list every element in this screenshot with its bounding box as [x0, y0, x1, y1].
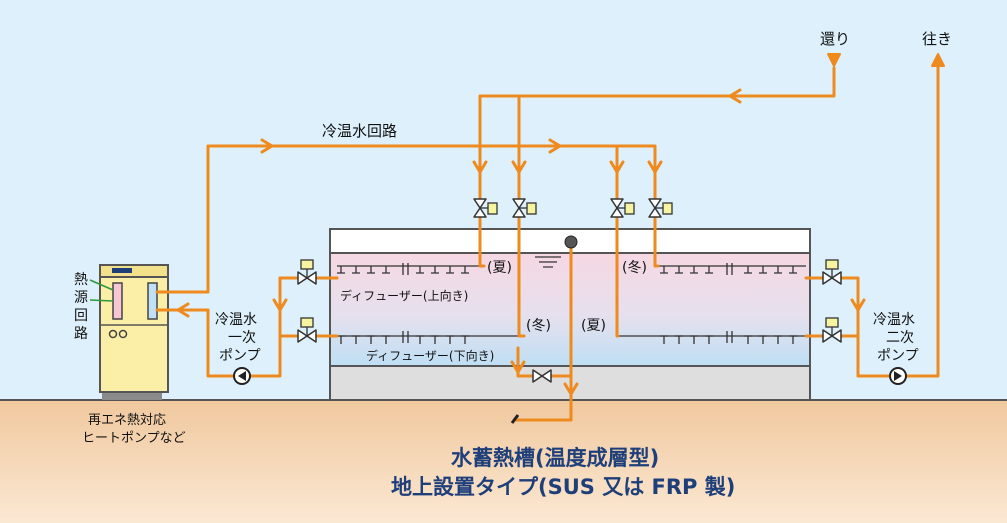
- diffuser-upper-left: [337, 263, 484, 275]
- svg-text:水蓄熱槽(温度成層型): 水蓄熱槽(温度成層型): [451, 446, 659, 470]
- drain-outlet: [510, 414, 520, 424]
- secondary-pump-label: 冷温水 二次 ポンプ: [873, 312, 919, 364]
- svg-text:回: 回: [74, 308, 88, 324]
- valve-inlet-1: [473, 198, 498, 218]
- return-arrow-icon: [827, 53, 841, 67]
- diffuser-lower-left: [337, 331, 524, 344]
- valve-primary-upper: [297, 259, 317, 285]
- water-level-mark: [535, 256, 561, 268]
- level-sensor: [564, 235, 578, 249]
- svg-text:路: 路: [74, 326, 88, 342]
- pipes: [155, 60, 940, 422]
- svg-text:冷温水: 冷温水: [215, 312, 257, 328]
- diffuser-lower-right: [618, 331, 806, 344]
- winter-upper-label: (冬): [622, 260, 647, 276]
- primary-pump-icon: [233, 367, 251, 385]
- summer-lower-label: (夏): [581, 318, 606, 334]
- primary-pump-label: 冷温水 一次 ポンプ: [215, 312, 261, 364]
- tank-title: 水蓄熱槽(温度成層型) 地上設置タイプ(SUS 又は FRP 製): [391, 446, 735, 499]
- supply-label: 往き: [922, 30, 952, 48]
- diffuser-down-label: ディフューザー(下向き): [366, 348, 494, 363]
- valve-secondary-lower: [822, 317, 842, 343]
- svg-text:ヒートポンプなど: ヒートポンプなど: [82, 431, 186, 446]
- svg-text:ポンプ: ポンプ: [877, 348, 919, 364]
- valve-secondary-upper: [822, 259, 842, 285]
- summer-upper-label: (夏): [487, 260, 512, 276]
- valve-inlet-2: [512, 198, 537, 218]
- valve-primary-lower: [297, 317, 317, 343]
- supply-arrow-icon: [931, 53, 945, 67]
- svg-text:ポンプ: ポンプ: [219, 348, 261, 364]
- svg-text:地上設置タイプ(SUS 又は FRP 製): 地上設置タイプ(SUS 又は FRP 製): [391, 475, 735, 499]
- ground: [0, 400, 1007, 523]
- winter-lower-label: (冬): [526, 318, 551, 334]
- svg-text:冷温水: 冷温水: [873, 312, 915, 328]
- diffuser-up-label: ディフューザー(上向き): [340, 288, 468, 303]
- return-label: 還り: [820, 30, 850, 48]
- secondary-pump-icon: [889, 367, 907, 385]
- diffuser-upper-right: [658, 263, 806, 275]
- flow-arrows: [176, 88, 866, 396]
- valve-drain: [532, 369, 552, 383]
- heat-source-circuit-label: 熱 源 回 路: [74, 272, 88, 342]
- valve-inlet-3: [610, 198, 635, 218]
- valve-inlet-4: [648, 198, 673, 218]
- svg-text:源: 源: [74, 290, 88, 306]
- heat-pump-unit: [99, 264, 169, 400]
- svg-text:一次: 一次: [228, 330, 256, 346]
- svg-text:再エネ熱対応: 再エネ熱対応: [88, 413, 166, 428]
- svg-text:熱: 熱: [74, 272, 88, 288]
- svg-text:二次: 二次: [886, 330, 914, 346]
- circuit-label: 冷温水回路: [322, 122, 397, 140]
- heatpump-caption: 再エネ熱対応 ヒートポンプなど: [82, 413, 186, 446]
- heat-source-marker-lines: [89, 279, 114, 302]
